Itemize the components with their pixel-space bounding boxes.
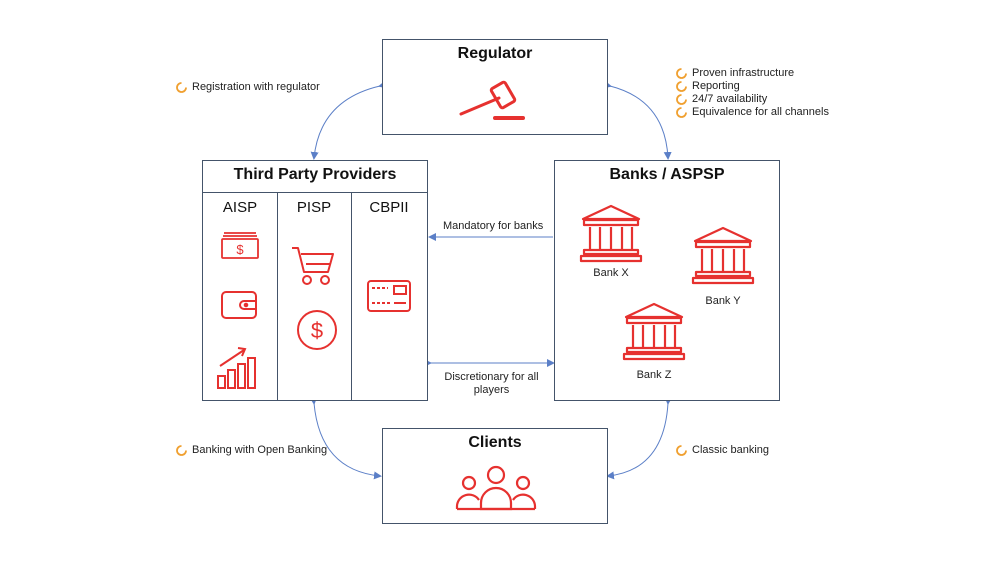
regulator-bank-notes: Proven infrastructure Reporting 24/7 ava… [676, 67, 829, 119]
bank-z-icon [622, 302, 686, 361]
svg-text:$: $ [236, 242, 244, 257]
bullet-icon [676, 81, 687, 92]
shopping-cart-icon [292, 247, 334, 285]
tpp-box: Third Party Providers AISP PISP CBPII $ [202, 160, 428, 401]
dollar-coin-icon: $ [297, 310, 337, 350]
tpp-col-cbpii: CBPII [369, 199, 409, 216]
credit-card-icon [367, 280, 411, 312]
tpp-title: Third Party Providers [233, 166, 397, 183]
discretionary-label-2: players [473, 384, 510, 396]
bank-x-icon [579, 204, 643, 263]
open-banking-note: Banking with Open Banking [176, 444, 327, 456]
svg-text:$: $ [311, 318, 323, 343]
regulator-box: Regulator [382, 39, 608, 135]
tpp-col-divider-2 [351, 192, 352, 400]
note-item: Reporting [676, 80, 829, 93]
note-text: Equivalence for all channels [692, 106, 829, 118]
bullet-icon [676, 445, 687, 456]
open-banking-text: Banking with Open Banking [192, 444, 328, 456]
note-text: Proven infrastructure [692, 67, 795, 79]
tpp-col-pisp: PISP [296, 199, 332, 216]
note-text: Reporting [692, 80, 740, 92]
bullet-icon [176, 445, 187, 456]
banknotes-icon: $ [221, 232, 259, 259]
note-item: 24/7 availability [676, 93, 829, 106]
registration-text: Registration with regulator [192, 81, 320, 93]
bank-y-icon [691, 226, 755, 285]
bullet-icon [676, 107, 687, 118]
tpp-col-aisp: AISP [222, 199, 258, 216]
note-item: Equivalence for all channels [676, 106, 829, 119]
growth-chart-icon [217, 347, 256, 389]
arrow-regulator-tpp [310, 80, 387, 160]
discretionary-label-1: Discretionary for all [444, 371, 539, 383]
registration-note: Registration with regulator [176, 81, 320, 93]
clients-title: Clients [468, 434, 522, 451]
classic-banking-note: Classic banking [676, 444, 769, 456]
group-people-icon [455, 465, 537, 511]
banks-title: Banks / ASPSP [609, 166, 725, 183]
bullet-icon [676, 94, 687, 105]
banks-box: Banks / ASPSP Bank X Bank Y Bank Z [554, 160, 780, 401]
tpp-col-divider-1 [277, 192, 278, 400]
note-item: Proven infrastructure [676, 67, 829, 80]
wallet-icon [221, 291, 257, 319]
bank-y-label: Bank Y [705, 295, 741, 307]
regulator-title: Regulator [457, 45, 533, 62]
bank-x-label: Bank X [593, 267, 629, 279]
gavel-icon [459, 80, 525, 120]
arrow-banks-clients [606, 396, 673, 480]
arrow-tpp-clients [309, 396, 382, 480]
bank-z-label: Bank Z [636, 369, 672, 381]
clients-box: Clients [382, 428, 608, 524]
classic-banking-text: Classic banking [692, 444, 770, 456]
arrow-regulator-banks [603, 80, 672, 160]
bullet-icon [676, 68, 687, 79]
bullet-icon [176, 82, 187, 93]
tpp-header-divider [203, 192, 427, 193]
mandatory-label: Mandatory for banks [443, 220, 544, 232]
note-text: 24/7 availability [692, 93, 768, 105]
